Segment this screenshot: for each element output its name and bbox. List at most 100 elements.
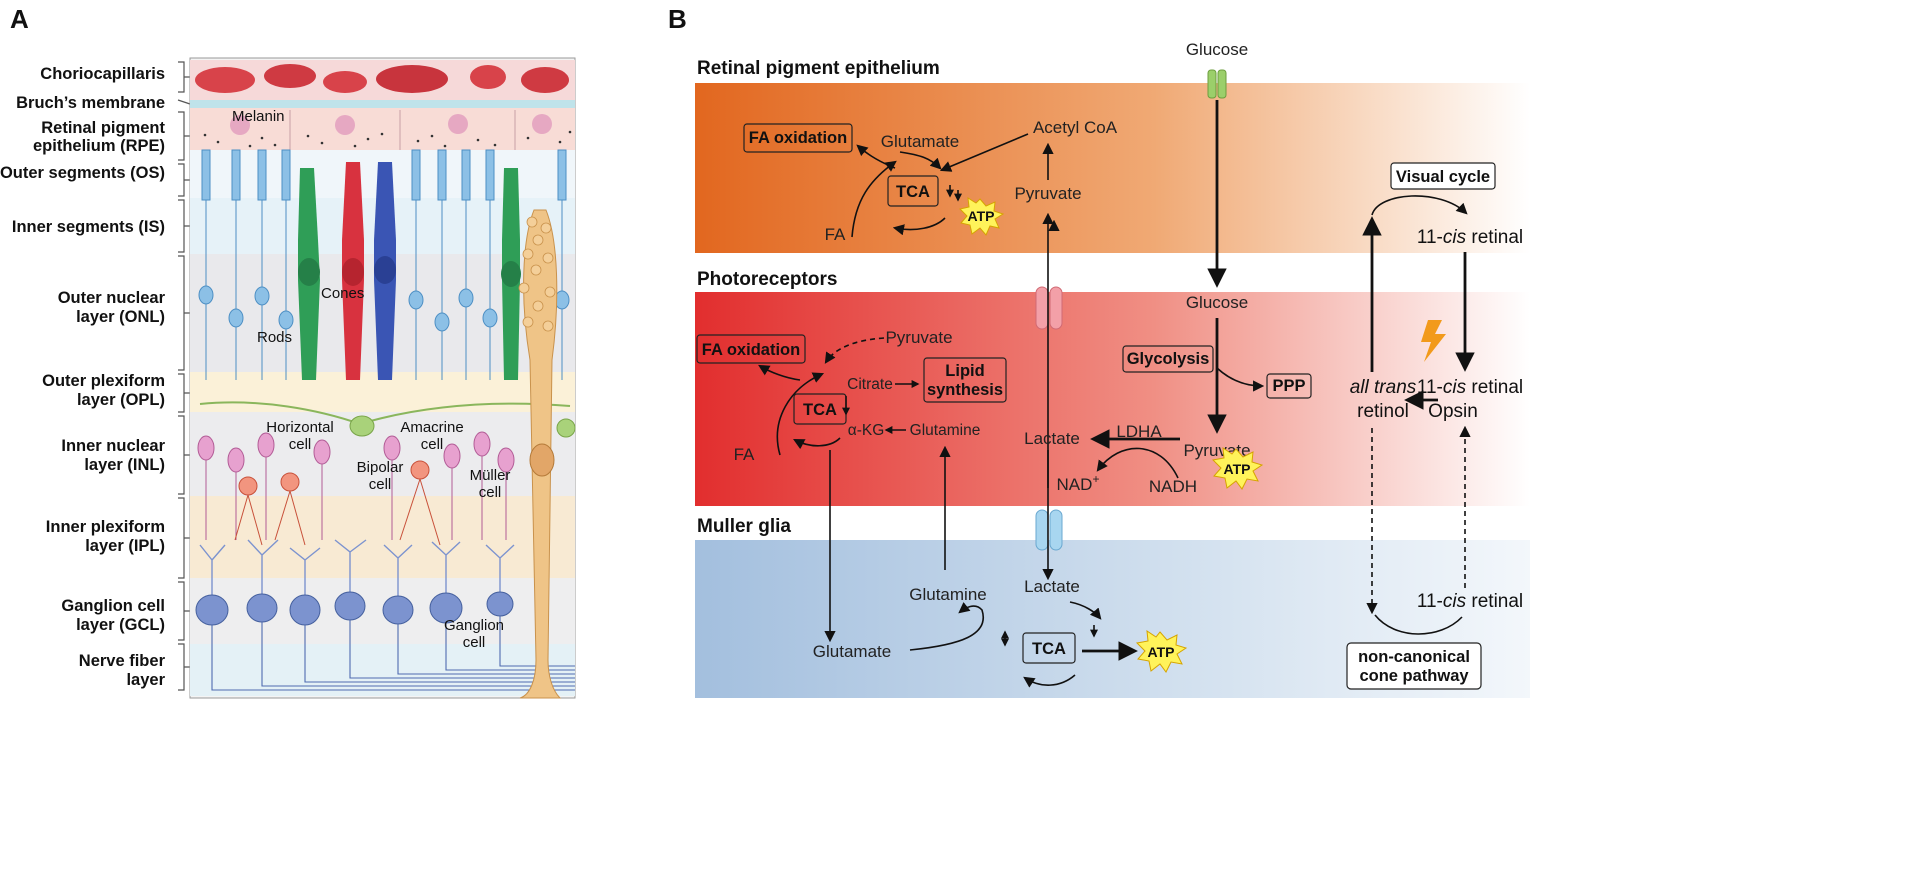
vc-retinal-2: retinal xyxy=(1466,377,1523,398)
vc-11cis-prefix-3: 11- xyxy=(1417,591,1443,612)
vc-cis-2: cis xyxy=(1443,377,1467,398)
pr-fa-oxidation-label: FA oxidation xyxy=(702,341,800,359)
label-amacrine-1: Amacrine xyxy=(400,419,463,436)
pr-tca-label: TCA xyxy=(803,401,837,419)
band-title-rpe: Retinal pigment epithelium xyxy=(697,58,940,79)
layer-label-os: Outer segments (OS) xyxy=(0,164,165,182)
pr-nad-base: NAD xyxy=(1057,475,1093,494)
muller-lactate: Lactate xyxy=(1024,577,1080,596)
muller-atp-label: ATP xyxy=(1148,644,1175,660)
rpe-arrow-to-fa-ox xyxy=(856,144,896,169)
rods xyxy=(198,149,570,380)
pr-pyruvate-dotted: Pyruvate xyxy=(885,328,952,347)
pr-lipid-synthesis-box: Lipid synthesis xyxy=(923,357,1007,403)
pr-arrow-fa-in xyxy=(776,372,825,456)
pr-atp-burst: ATP xyxy=(1211,446,1264,490)
bipolar-cells xyxy=(197,431,515,540)
panel-b: B Retinal pigment epithelium Photorecept… xyxy=(668,4,1530,698)
label-muller-1: Müller xyxy=(470,467,511,484)
layer-labels: Choriocapillaris Bruch’s membrane Retina… xyxy=(0,65,166,689)
layer-label-inl-2: layer (INL) xyxy=(84,456,165,474)
rpe-cells xyxy=(203,110,572,150)
axon-bundle xyxy=(211,616,575,691)
pr-fa-oxidation-box: FA oxidation xyxy=(696,334,806,364)
muller-glutamine: Glutamine xyxy=(909,585,986,604)
rpe-glutamate: Glutamate xyxy=(881,132,959,151)
label-bipolar-1: Bipolar xyxy=(357,459,404,476)
glut-transporter-icon xyxy=(1207,69,1227,99)
pr-glutamine: Glutamine xyxy=(910,422,981,439)
noncanonical-box: non-canonical cone pathway xyxy=(1346,642,1482,690)
rpe-atp-label: ATP xyxy=(968,208,995,224)
noncanonical-line1: non-canonical xyxy=(1358,648,1470,666)
pr-atp-label: ATP xyxy=(1224,461,1251,477)
layer-label-choriocapillaris: Choriocapillaris xyxy=(40,65,165,83)
rpe-arrow-tca-cycle xyxy=(892,217,946,236)
label-horizontal-2: cell xyxy=(289,436,312,453)
band-title-photoreceptors: Photoreceptors xyxy=(697,269,837,290)
panel-b-letter: B xyxy=(668,4,687,34)
mct-transporter-photoreceptor-icon xyxy=(1035,286,1063,330)
vc-11cis-retinal-bottom: 11-cis retinal xyxy=(1417,591,1523,612)
muller-atp-burst: ATP xyxy=(1135,629,1188,673)
rpe-arrow-acetylcoa xyxy=(939,133,1029,172)
layer-label-inl-1: Inner nuclear xyxy=(61,437,165,455)
pr-arrow-to-fa-ox xyxy=(758,364,801,381)
visual-cycle-box: Visual cycle xyxy=(1390,162,1496,190)
label-bipolar-2: cell xyxy=(369,476,392,493)
label-muller-2: cell xyxy=(479,484,502,501)
pr-glycolysis-label: Glycolysis xyxy=(1127,350,1210,368)
rpe-acetyl-coa: Acetyl CoA xyxy=(1033,118,1118,137)
panel-a: A Choriocapillaris Bruch’s membrane Reti… xyxy=(0,4,576,699)
retina-illustration: Melanin xyxy=(189,57,576,699)
layer-label-gcl-2: layer (GCL) xyxy=(76,616,165,634)
vc-retinal-1: retinal xyxy=(1466,227,1523,248)
layer-label-nfl-1: Nerve fiber xyxy=(79,652,166,670)
label-cones: Cones xyxy=(321,285,364,302)
label-ganglion-1: Ganglion xyxy=(444,617,504,634)
vc-11cis-prefix-2: 11- xyxy=(1417,377,1443,398)
layer-label-ipl-1: Inner plexiform xyxy=(46,518,165,536)
vc-arrow-cycle-bottom xyxy=(1374,614,1463,635)
pr-fa: FA xyxy=(734,445,755,464)
label-ganglion-2: cell xyxy=(463,634,486,651)
rpe-arrow-fa-in xyxy=(851,160,897,238)
pr-arrow-pyruvate-dotted xyxy=(824,337,885,364)
cones xyxy=(298,162,521,380)
amacrine-cells xyxy=(234,460,441,546)
layer-label-rpe-2: epithelium (RPE) xyxy=(33,137,165,155)
layer-label-rpe-1: Retinal pigment xyxy=(41,119,165,137)
vc-cis-3: cis xyxy=(1443,591,1467,612)
label-rods: Rods xyxy=(257,329,292,346)
rpe-atp-burst: ATP xyxy=(959,197,1005,236)
layer-label-nfl-2: layer xyxy=(126,671,165,689)
horizontal-cell xyxy=(199,401,576,438)
rpe-glucose: Glucose xyxy=(1186,40,1248,59)
muller-tca-box: TCA xyxy=(1022,632,1076,664)
vc-11cis-prefix-1: 11- xyxy=(1417,227,1443,248)
label-melanin: Melanin xyxy=(232,108,285,125)
muller-cell xyxy=(518,209,562,699)
rpe-fa-oxidation-label: FA oxidation xyxy=(749,129,847,147)
pr-lipid-synthesis-1: Lipid xyxy=(945,362,984,380)
pr-ppp-label: PPP xyxy=(1272,377,1305,395)
layer-label-opl-2: layer (OPL) xyxy=(77,391,165,409)
pr-lactate: Lactate xyxy=(1024,429,1080,448)
ganglion-cells xyxy=(195,591,514,626)
pr-nad-superscript: + xyxy=(1092,472,1099,486)
rpe-fa: FA xyxy=(825,225,846,244)
layer-label-onl-1: Outer nuclear xyxy=(58,289,166,307)
muller-arrow-lactate-tca xyxy=(1069,601,1102,620)
band-photoreceptors xyxy=(695,292,1530,506)
label-horizontal-1: Horizontal xyxy=(266,419,334,436)
layer-label-ipl-2: layer (IPL) xyxy=(85,537,165,555)
pr-nad: NAD+ xyxy=(1057,472,1100,494)
vc-11cis-retinal-mid: 11-cis retinal xyxy=(1417,377,1523,398)
vc-all-trans: all trans xyxy=(1350,377,1417,398)
vc-retinal-3: retinal xyxy=(1466,591,1523,612)
rpe-fa-oxidation-box: FA oxidation xyxy=(743,123,853,153)
pr-arrow-tca-cycle xyxy=(793,437,841,450)
mct-transporter-muller-icon xyxy=(1035,509,1063,551)
rpe-arrow-glutamate xyxy=(899,151,942,170)
